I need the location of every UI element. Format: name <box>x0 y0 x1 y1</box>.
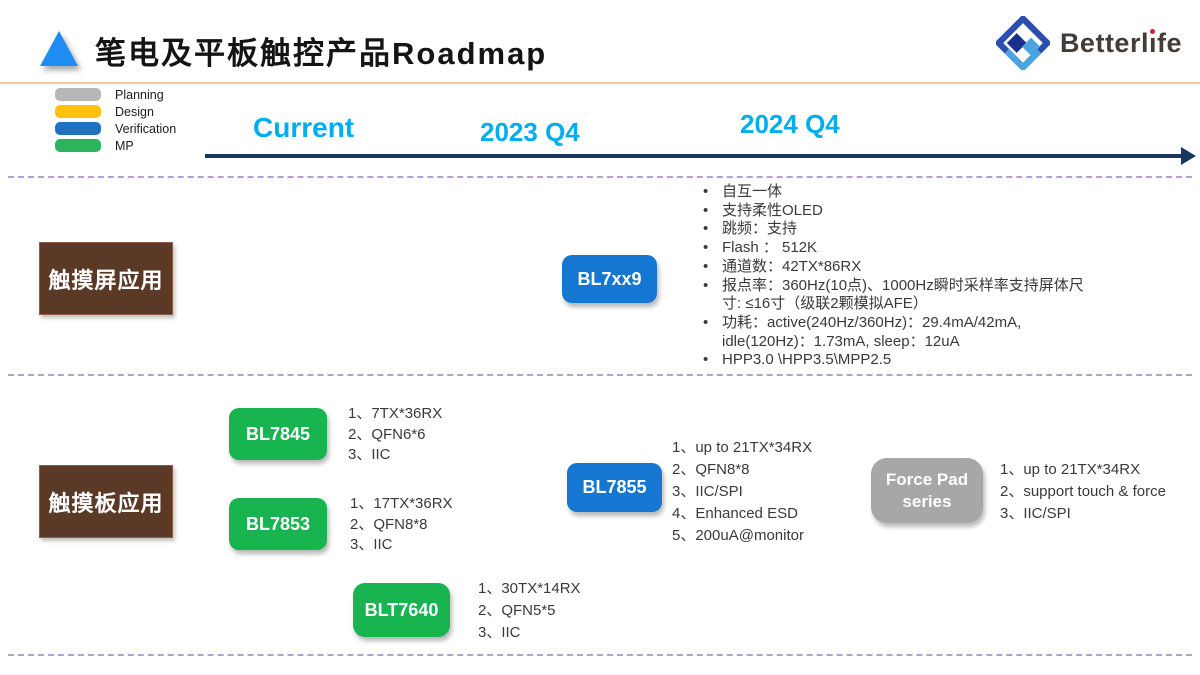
feature-item: 1、7TX*36RX <box>348 405 443 422</box>
betterlife-logo-icon <box>995 16 1050 70</box>
blt7640-feature-list: 1、30TX*14RX 2、QFN5*5 3、IIC <box>478 578 581 644</box>
feature-item: 自互一体 <box>700 183 1094 202</box>
title-triangle-icon <box>40 31 78 66</box>
timeline-arrowhead-icon <box>1181 147 1196 165</box>
feature-item: 报点率：360Hz(10点)、1000Hz瞬时采样率支持屏体尺寸: ≤16寸（级… <box>700 277 1094 314</box>
feature-item: 功耗：active(240Hz/360Hz)：29.4mA/42mA, idle… <box>700 314 1094 351</box>
legend-label-design: Design <box>115 104 154 119</box>
bl7845-feature-list: 1、7TX*36RX 2、QFN6*6 3、IIC <box>348 404 442 466</box>
bl7853-feature-list: 1、17TX*36RX 2、QFN8*8 3、IIC <box>350 494 453 556</box>
force-pad-feature-list: 1、up to 21TX*34RX 2、support touch & forc… <box>1000 459 1166 525</box>
status-legend: Planning Design Verification MP <box>55 87 177 153</box>
row-divider-top <box>8 176 1192 178</box>
legend-swatch-mp <box>55 139 101 152</box>
logo-text-part1: Betterl <box>1059 27 1149 58</box>
logo-text-part2: fe <box>1156 27 1182 58</box>
feature-item: 5、200uA@monitor <box>672 527 804 544</box>
legend-swatch-planning <box>55 88 101 101</box>
legend-swatch-verification <box>55 122 101 135</box>
betterlife-logo: Betterlıfe <box>995 16 1182 70</box>
feature-item: 2、QFN5*5 <box>478 602 556 619</box>
page-title: 笔电及平板触控产品Roadmap <box>95 36 548 71</box>
bl7xx9-feature-list: 自互一体 支持柔性OLED 跳频：支持 Flash ： 512K 通道数：42T… <box>700 183 1094 370</box>
timeline-axis <box>205 154 1183 158</box>
legend-label-verification: Verification <box>115 121 177 136</box>
row-divider-middle <box>8 374 1192 376</box>
row-label-touchscreen: 触摸屏应用 <box>39 242 173 315</box>
legend-label-planning: Planning <box>115 87 164 102</box>
feature-item: 3、IIC/SPI <box>672 483 743 500</box>
feature-item: 3、IIC/SPI <box>1000 505 1071 522</box>
chip-bl7855: BL7855 <box>567 463 662 512</box>
legend-item-mp: MP <box>55 138 176 153</box>
betterlife-logo-text: Betterlıfe <box>1060 28 1182 59</box>
legend-swatch-design <box>55 105 101 118</box>
timeline-label-2024-q4: 2024 Q4 <box>740 109 840 139</box>
row-divider-bottom <box>8 654 1192 656</box>
feature-item: 3、IIC <box>350 536 393 553</box>
feature-item: 1、17TX*36RX <box>350 495 453 512</box>
feature-item: 2、support touch & force <box>1000 483 1166 500</box>
feature-item: 2、QFN6*6 <box>348 425 426 443</box>
chip-bl7845: BL7845 <box>229 408 327 460</box>
feature-item: 4、Enhanced ESD <box>672 505 798 522</box>
feature-item: 2、QFN8*8 <box>672 461 750 478</box>
timeline-label-current: Current <box>253 112 355 143</box>
logo-letter-i: ı <box>1148 27 1157 58</box>
legend-item-planning: Planning <box>55 87 176 102</box>
chip-bl7xx9: BL7xx9 <box>562 255 657 303</box>
feature-item: HPP3.0 \HPP3.5\MPP2.5 <box>700 351 1094 370</box>
legend-item-verification: Verification <box>55 121 177 136</box>
feature-item: 1、up to 21TX*34RX <box>1000 461 1141 478</box>
legend-label-mp: MP <box>115 138 134 153</box>
feature-item: Flash ： 512K <box>700 239 1094 258</box>
feature-item: 通道数：42TX*86RX <box>700 258 1094 277</box>
feature-item: 2、QFN8*8 <box>350 515 428 533</box>
bl7855-feature-list: 1、up to 21TX*34RX 2、QFN8*8 3、IIC/SPI 4、E… <box>672 437 812 547</box>
legend-item-design: Design <box>55 104 176 119</box>
row-label-touchpad: 触摸板应用 <box>39 465 173 538</box>
feature-item: 3、IIC <box>348 446 391 463</box>
feature-item: 跳频：支持 <box>700 220 1094 239</box>
feature-item: 支持柔性OLED <box>700 202 1094 221</box>
chip-bl7853: BL7853 <box>229 498 327 550</box>
feature-item: 1、30TX*14RX <box>478 580 581 597</box>
chip-blt7640: BLT7640 <box>353 583 450 637</box>
header-divider <box>0 82 1200 84</box>
feature-item: 1、up to 21TX*34RX <box>672 439 813 456</box>
chip-force-pad-series: Force Pad series <box>871 458 983 523</box>
timeline-label-2023-q4: 2023 Q4 <box>480 117 580 147</box>
feature-item: 3、IIC <box>478 624 521 641</box>
